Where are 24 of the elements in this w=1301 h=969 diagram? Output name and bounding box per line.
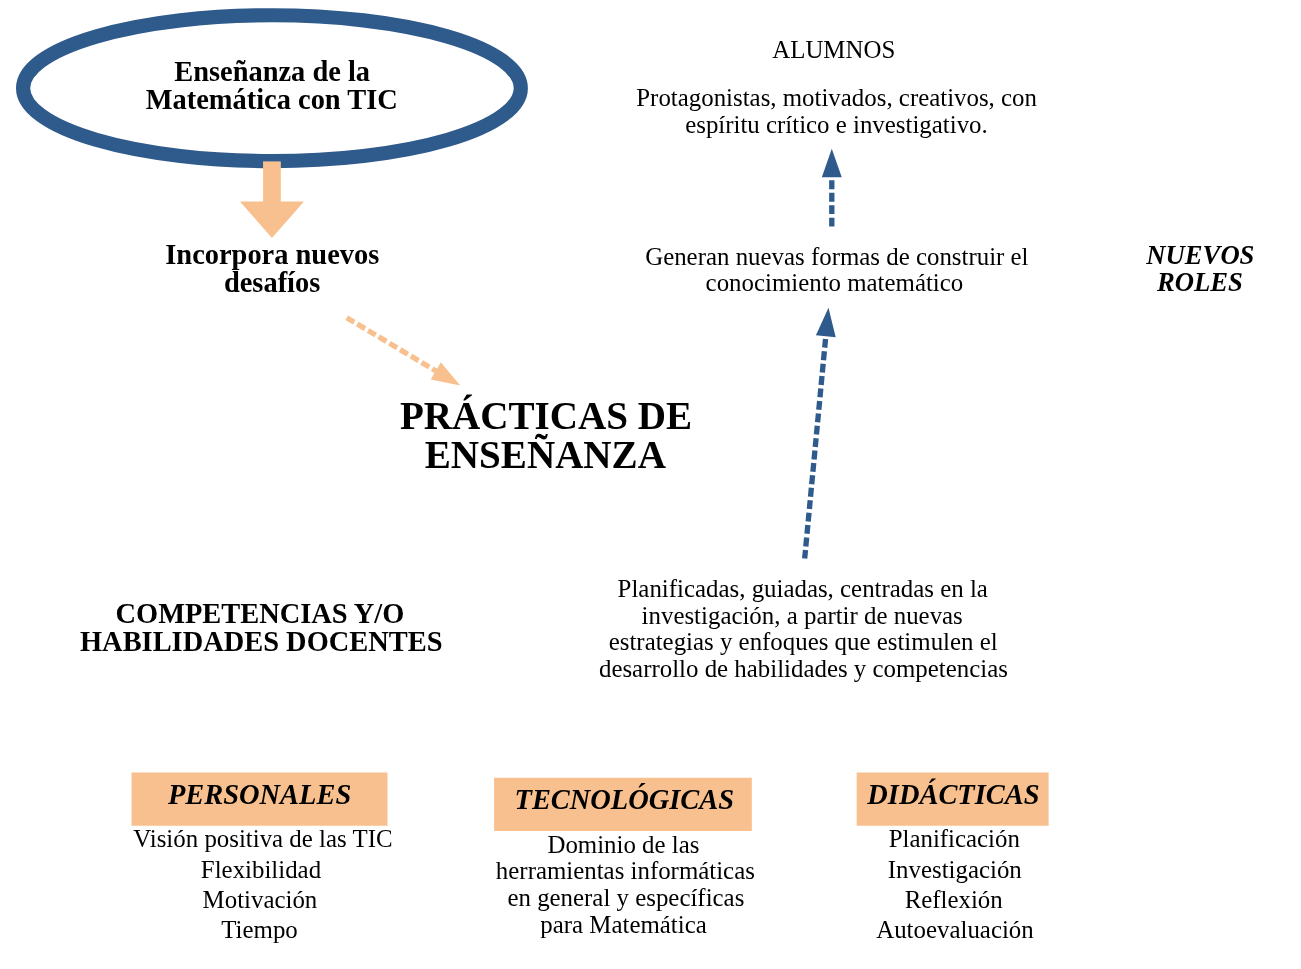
arrow [239,161,304,239]
node-text: Generan nuevas formas de construir el conocimiento matemático [645,242,1029,297]
node-text: Planificadas, guiadas, centradas en la investigación, a partir de nuevas estrategias y enfoques que estimulen el desarrollo de habilidades y competencias [598,574,1008,682]
node-text: ALUMNOS Protagonistas, motivados, creativos, con espíritu crítico e investigativo. [636,36,1037,138]
node-label: Tiempo [221,916,298,944]
node-text: PRÁCTICAS DE ENSEÑANZA [399,393,693,476]
node-text: COMPETENCIAS Y/O HABILIDADES DOCENTES [80,597,443,658]
node-box: DIDÁCTICAS [856,772,1049,826]
node-label: Flexibilidad [200,855,322,883]
node-label: Investigación [887,855,1022,883]
node-box: TECNOLÓGICAS [494,777,752,832]
node-label: Autoevaluación [876,916,1034,944]
node-text: NUEVOS ROLES [1146,240,1255,297]
node-text: Incorpora nuevos desafíos [165,238,380,299]
arrow [821,148,842,227]
node-label: Motivación [202,885,318,913]
node-label: Planificación [888,825,1020,853]
arrow [802,307,836,559]
node-label: Reflexión [904,885,1003,913]
node-ellipse: Enseñanza de la Matemática con TIC [16,8,528,169]
node-box: PERSONALES [131,772,388,826]
node-label: Visión positiva de las TIC [133,825,393,853]
arrow [345,315,461,386]
node-label: Dominio de las herramientas informáticas en general y específicas para Matemática [495,830,755,938]
